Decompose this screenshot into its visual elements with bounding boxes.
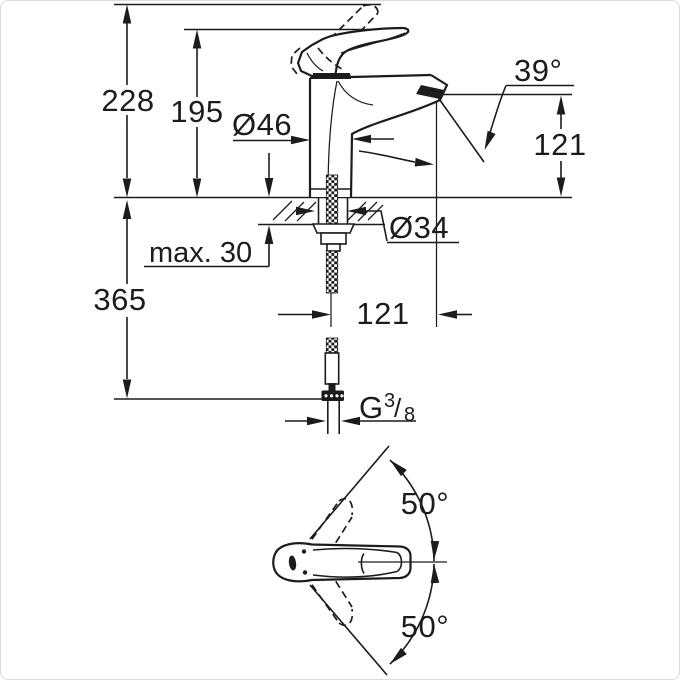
faucet-body-outline — [308, 73, 449, 198]
dim-body-height: 195 — [170, 29, 223, 198]
faucet-side-view — [290, 3, 449, 198]
dim-spout-angle: 39° — [358, 53, 574, 169]
mounting-nut-step — [326, 243, 341, 252]
dim-label-g38: G 3 / 8 — [359, 390, 415, 426]
dim-label-max30: max. 30 — [149, 237, 252, 269]
handle-inner-line — [306, 52, 324, 72]
faucet-top-view: 50° 50° — [272, 445, 449, 676]
threaded-rod-upper — [325, 174, 339, 225]
dim-label-50deg-upper: 50° — [401, 486, 449, 521]
dim-deck-thickness: max. 30 — [144, 153, 274, 269]
dim-label-39deg: 39° — [514, 53, 562, 88]
handle-top-dashed-up — [304, 497, 354, 564]
dim-spout-projection: 121 — [278, 296, 472, 331]
dim-hole-diameter: Ø34 — [296, 206, 459, 245]
dim-outlet-height: 121 — [533, 95, 586, 197]
handle-top-dashed-down — [304, 560, 354, 627]
aerator-band — [416, 85, 444, 99]
hose-collar — [328, 383, 336, 391]
handle-inner-dashed — [317, 47, 343, 70]
dim-label-121-horizontal: 121 — [356, 296, 409, 331]
dim-label-o46: Ø46 — [232, 107, 292, 142]
hose-threaded-tip — [325, 337, 339, 354]
dim-below-deck: 365 — [93, 200, 146, 399]
supply-hose — [321, 337, 344, 434]
dim-label-195: 195 — [170, 94, 223, 129]
handle-cap-hole — [288, 555, 297, 571]
dim-body-diameter: Ø46 — [232, 107, 394, 145]
extension-lines — [114, 3, 572, 400]
dim-overall-height: 228 — [101, 4, 154, 198]
handle-top-solid — [272, 542, 412, 583]
handle-underside-line — [340, 32, 406, 54]
handle-side-solid — [296, 26, 410, 79]
dim-label-50deg-lower: 50° — [401, 609, 449, 644]
horseshoe-washer — [311, 223, 356, 234]
handle-pin-dot-bottom — [302, 570, 308, 575]
hose-tube — [327, 401, 340, 434]
dim-label-365: 365 — [93, 282, 146, 317]
threaded-rod-lower — [325, 250, 339, 294]
dim-label-121-vertical: 121 — [533, 127, 586, 162]
dim-label-228: 228 — [101, 83, 154, 118]
mounting-nut — [320, 232, 347, 245]
dim-thread-size: G 3 / 8 — [285, 390, 416, 426]
hose-sleeve — [324, 352, 340, 385]
dim-label-o34: Ø34 — [389, 210, 449, 245]
faucet-body-fill — [310, 75, 447, 197]
handle-pin-dot-top — [301, 549, 307, 554]
